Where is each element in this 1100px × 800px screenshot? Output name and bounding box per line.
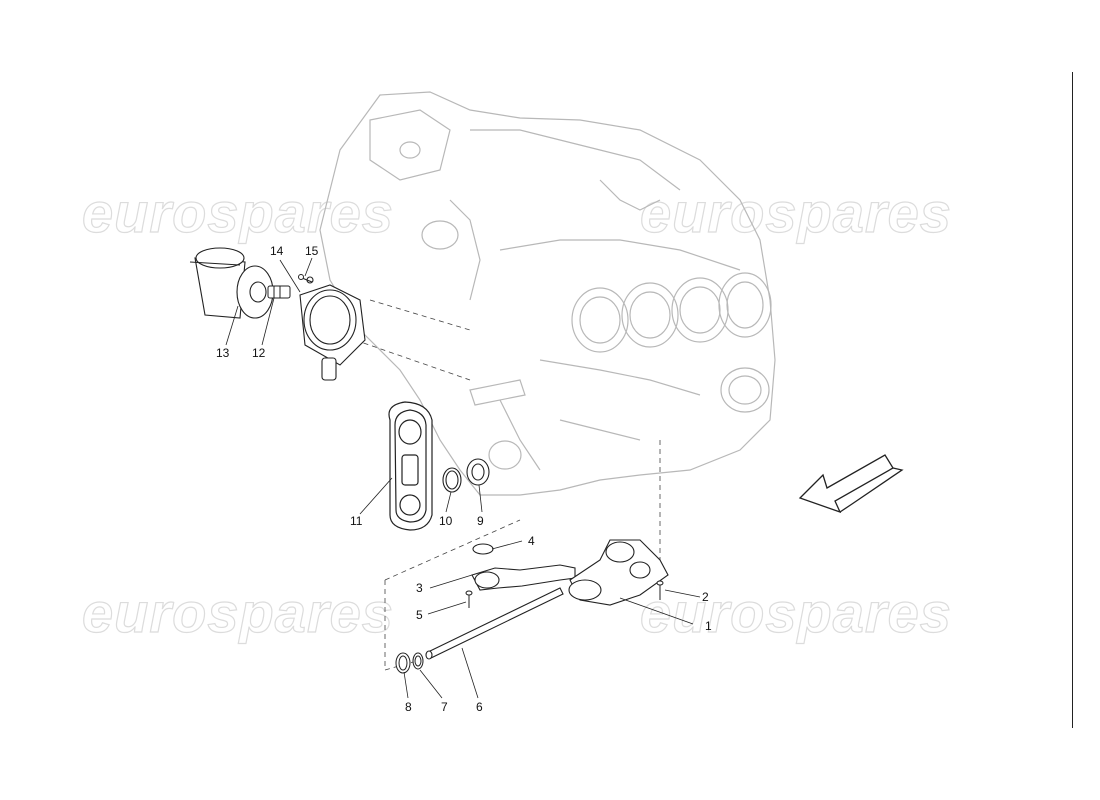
seal-7-drawing xyxy=(412,652,424,670)
callout-4: 4 xyxy=(528,534,535,548)
watermark-bottom-right: eurospares xyxy=(639,580,952,644)
callout-9: 9 xyxy=(477,514,484,528)
engine-block-drawing xyxy=(319,91,776,496)
callout-2: 2 xyxy=(702,590,709,604)
callout-5: 5 xyxy=(416,608,423,622)
filter-nipple-drawing xyxy=(267,285,291,299)
watermark-bottom-left: eurospares xyxy=(81,580,394,644)
callout-10: 10 xyxy=(439,514,453,528)
filter-support-drawing xyxy=(299,276,366,381)
suction-pipe-drawing xyxy=(471,564,576,591)
callout-8: 8 xyxy=(405,700,412,714)
callout-3: 3 xyxy=(416,581,423,595)
gasket-10-drawing xyxy=(442,467,462,493)
seal-9-drawing xyxy=(466,458,490,486)
watermark-top-left: eurospares xyxy=(81,180,394,244)
pump-shaft-drawing xyxy=(425,587,564,660)
callout-15: 15 xyxy=(305,244,319,258)
gasket-8-drawing xyxy=(395,652,411,674)
oil-pump-chain-drawing xyxy=(388,401,433,531)
callout-7: 7 xyxy=(441,700,448,714)
callout-14: 14 xyxy=(270,244,284,258)
screw-15-drawing xyxy=(298,274,313,283)
oil-pump-drawing xyxy=(568,539,669,606)
callout-11: 11 xyxy=(350,514,363,528)
callout-leader-lines xyxy=(225,257,701,699)
callout-12: 12 xyxy=(252,346,266,360)
o-ring-4-drawing xyxy=(472,543,494,555)
oil-filter-drawing xyxy=(189,247,274,319)
callout-13: 13 xyxy=(216,346,230,360)
watermark-top-right: eurospares xyxy=(639,180,952,244)
page-edge-divider xyxy=(1072,72,1073,728)
callout-1: 1 xyxy=(705,619,712,633)
screw-2-drawing xyxy=(656,580,664,600)
screw-5-drawing xyxy=(465,590,473,608)
callout-6: 6 xyxy=(476,700,483,714)
callout-numbers: 1 2 3 4 5 6 7 8 9 10 11 12 13 14 15 xyxy=(216,244,712,714)
direction-arrow-icon xyxy=(798,454,904,514)
